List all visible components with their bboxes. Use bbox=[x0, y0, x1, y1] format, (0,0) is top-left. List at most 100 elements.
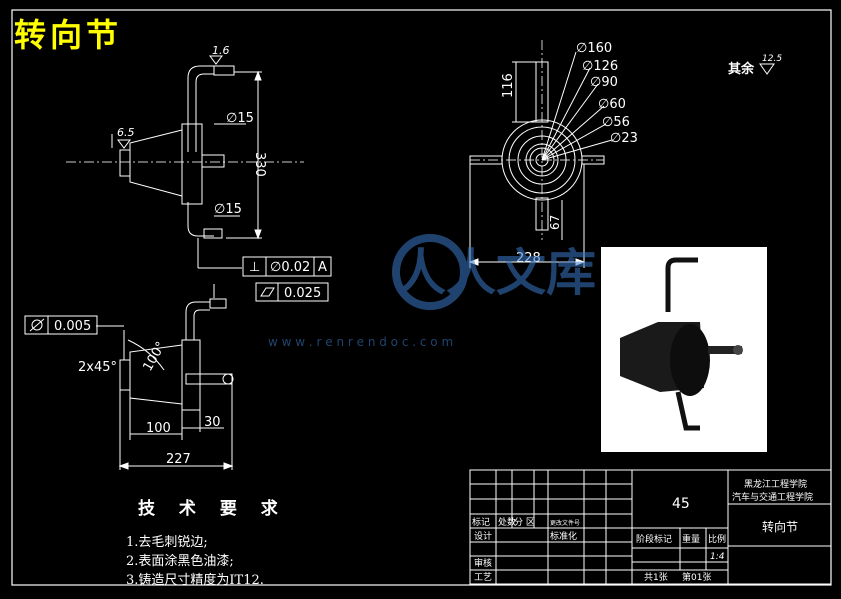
side-dia-90: ∅90 bbox=[590, 75, 618, 90]
watermark-url: w w w . r e n r e n d o c . c o m bbox=[268, 335, 453, 349]
render-upper-arm bbox=[665, 257, 698, 312]
section-view bbox=[96, 284, 234, 470]
arrow bbox=[254, 229, 262, 240]
roughness-top: 1.6 bbox=[212, 44, 230, 57]
perp-value: ∅0.02 bbox=[270, 260, 310, 275]
section-flange bbox=[181, 339, 201, 411]
section-upper-arm-inner bbox=[193, 309, 210, 340]
title-block-text: 45 黑龙江工程学院 汽车与交通工程学院 转向节 标记 处数 分 区 更改文件号… bbox=[472, 478, 813, 583]
tb-part-name: 转向节 bbox=[762, 519, 798, 534]
tb-label-standard: 标准化 bbox=[550, 530, 577, 542]
dim-227-label: 227 bbox=[166, 452, 191, 467]
tech-heading: 技 术 要 求 bbox=[138, 499, 287, 519]
front-lower-bolt bbox=[203, 228, 223, 239]
arrow bbox=[575, 258, 586, 266]
side-offset-67: 67 bbox=[548, 215, 562, 230]
circle-126 bbox=[508, 126, 576, 194]
circle-56 bbox=[529, 147, 555, 173]
perp-datum: A bbox=[318, 260, 327, 275]
angle-arc bbox=[127, 339, 165, 371]
tb-label-ratio: 比例 bbox=[708, 533, 726, 545]
roughness-top-icon bbox=[209, 55, 223, 65]
tb-label-stage: 阶段标记 bbox=[636, 533, 672, 545]
watermark-logo-icon bbox=[392, 234, 468, 310]
side-view bbox=[468, 40, 613, 268]
roughness-left-icon bbox=[117, 139, 131, 149]
front-stub bbox=[201, 154, 225, 168]
watermark-brand: 人人文库 bbox=[396, 244, 596, 302]
tech-item: 1.去毛刺锐边; bbox=[126, 535, 208, 550]
front-view bbox=[66, 65, 304, 269]
tb-label-mark: 标记 bbox=[472, 516, 490, 528]
front-upper-bolt bbox=[213, 65, 235, 76]
flatness-icon bbox=[260, 287, 275, 297]
side-right-stub bbox=[581, 155, 605, 165]
render-3d-panel bbox=[601, 247, 767, 452]
leader-60 bbox=[541, 105, 605, 161]
render-flange bbox=[670, 324, 710, 396]
tech-item: 3.铸造尺寸精度为IT12. bbox=[126, 573, 264, 588]
side-upper-arm bbox=[535, 61, 549, 123]
side-dia-56: ∅56 bbox=[602, 115, 630, 130]
leader-23 bbox=[541, 139, 613, 161]
tb-scale: 1:4 bbox=[710, 552, 725, 562]
front-lower-arm bbox=[187, 202, 214, 237]
tb-label-process: 工艺 bbox=[474, 572, 492, 583]
circle-60 bbox=[525, 143, 559, 177]
watermark: 人人文库 w w w . r e n r e n d o c . c o m bbox=[268, 234, 596, 349]
dia-lower-label: ∅15 bbox=[214, 202, 242, 217]
title-block-frame bbox=[469, 469, 832, 585]
tech-item: 2.表面涂黑色油漆; bbox=[126, 554, 234, 569]
perpendicularity-frame: ⊥ ∅0.02 A bbox=[242, 256, 332, 277]
section-upper-bolt bbox=[209, 298, 227, 309]
chamfer-label: 2x45° bbox=[78, 360, 117, 375]
side-height-116: 116 bbox=[501, 73, 516, 98]
roughness-rest-value: 12.5 bbox=[762, 54, 782, 64]
front-hub-cone bbox=[129, 129, 183, 197]
tb-dept: 汽车与交通工程学院 bbox=[732, 491, 813, 503]
tb-material: 45 bbox=[672, 496, 690, 512]
roughness-left: 6.5 bbox=[117, 126, 135, 139]
cylindricity-value: 0.005 bbox=[54, 319, 91, 334]
side-dia-60: ∅60 bbox=[598, 97, 626, 112]
flatness-value: 0.025 bbox=[284, 286, 321, 301]
tb-sheets: 共1张 bbox=[644, 572, 668, 583]
tb-label-count: 处数 bbox=[498, 516, 516, 528]
arrow bbox=[223, 462, 234, 470]
side-dia-160: ∅160 bbox=[576, 41, 612, 56]
leader-56 bbox=[541, 123, 607, 161]
leader-160 bbox=[541, 51, 577, 161]
side-dia-23: ∅23 bbox=[610, 131, 638, 146]
tb-sheet-no: 第01张 bbox=[682, 571, 711, 583]
roughness-rest-label: 其余 bbox=[728, 61, 755, 77]
drawing-title: 转向节 bbox=[14, 16, 123, 54]
front-upper-arm-inner bbox=[195, 73, 214, 152]
leader-126 bbox=[541, 67, 591, 161]
render-lower-arm bbox=[675, 391, 700, 431]
height-330-label: 330 bbox=[252, 152, 267, 177]
cylindricity-frame: 0.005 bbox=[24, 315, 98, 335]
circle-90 bbox=[517, 135, 567, 185]
section-hub-end bbox=[119, 359, 131, 391]
side-lower-arm bbox=[535, 197, 549, 231]
front-flange bbox=[181, 123, 203, 205]
tb-label-doc: 更改文件号 bbox=[550, 519, 580, 527]
flatness-frame: 0.025 bbox=[255, 282, 329, 302]
drawing-border bbox=[11, 9, 832, 586]
section-stub bbox=[185, 373, 233, 385]
arrow bbox=[468, 258, 479, 266]
front-hub-end bbox=[119, 149, 131, 177]
tech-requirements: 技 术 要 求 1.去毛刺锐边; 2.表面涂黑色油漆; 3.铸造尺寸精度为IT1… bbox=[126, 494, 287, 590]
tb-label-weight: 重量 bbox=[682, 533, 700, 545]
dim-30-label: 30 bbox=[204, 415, 221, 430]
arrow bbox=[118, 462, 129, 470]
title-block bbox=[469, 469, 832, 585]
tb-school: 黑龙江工程学院 bbox=[744, 478, 807, 490]
roughness-rest-icon bbox=[759, 63, 775, 75]
tb-label-zone: 分 区 bbox=[514, 517, 535, 528]
section-stub-hole bbox=[222, 373, 234, 385]
arrow bbox=[254, 70, 262, 81]
section-upper-arm bbox=[185, 301, 210, 340]
side-left-stub bbox=[469, 155, 503, 165]
